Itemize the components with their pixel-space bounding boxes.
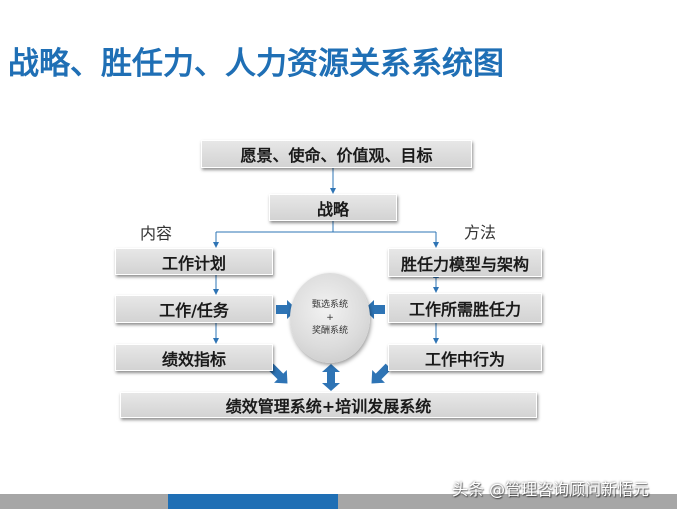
competency-model-box: 胜任力模型与架构 [388,248,542,277]
work-task-box: 工作/任务 [115,295,273,323]
circle-line-1: 甄选系统 [311,299,348,310]
page-title: 战略、胜任力、人力资源关系系统图 [8,46,504,82]
circle-bottom-double-arrow [322,364,340,391]
work-plan-box: 工作计划 [115,248,273,275]
footer-bar-blue [168,494,338,509]
job-competency-box: 工作所需胜任力 [388,293,542,323]
content-label: 内容 [140,224,173,243]
work-behavior-box: 工作中行为 [388,344,542,371]
strategy-box: 战略 [269,194,397,221]
vision-box: 愿景、使命、价值观、目标 [201,140,472,168]
circle-line-3: 奖酬系统 [311,325,348,336]
performance-training-box: 绩效管理系统+培训发展系统 [120,392,537,418]
performance-indicator-box: 绩效指标 [115,344,273,371]
watermark: 头条 @管理咨询顾问新悟元 [452,480,650,499]
right-to-bottom-arrow [371,363,392,384]
footer-bar-gray-right [338,494,677,509]
circle-line-2: + [326,312,334,323]
method-label: 方法 [464,223,497,242]
footer-bar-gray-left [0,494,168,509]
selection-reward-circle: 甄选系统 + 奖酬系统 [290,273,370,363]
